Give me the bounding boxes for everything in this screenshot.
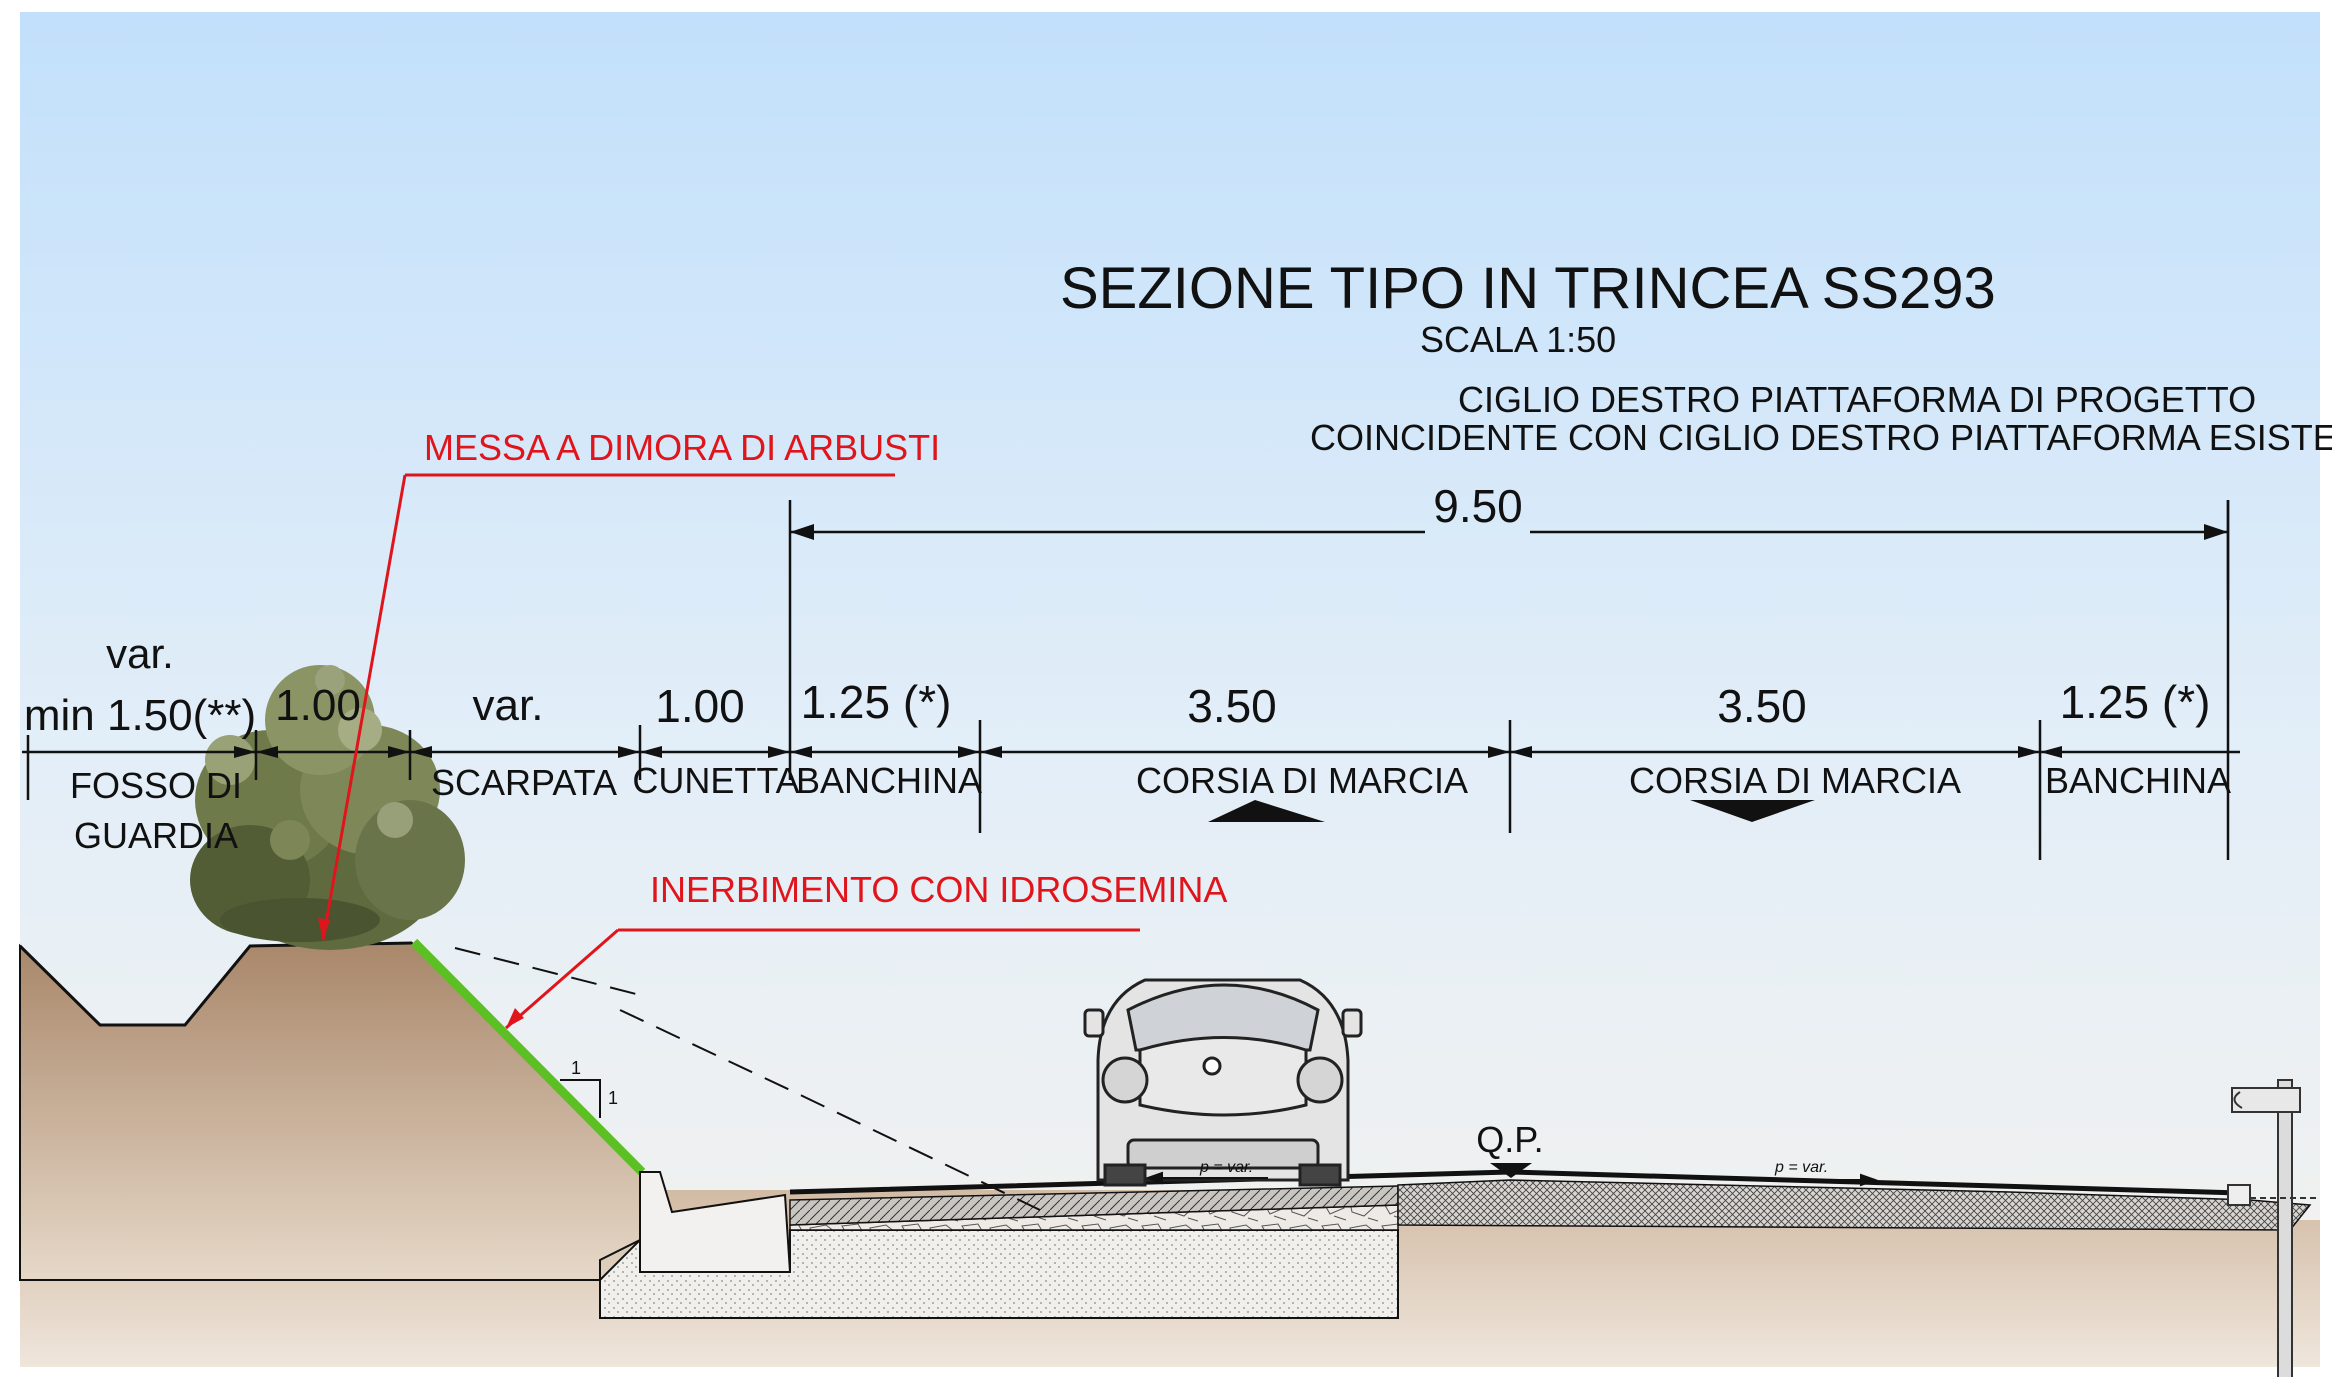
segment-cunetta: CUNETTA bbox=[632, 760, 799, 801]
segment-banchina-left: BANCHINA bbox=[796, 760, 982, 801]
slope-h-label: 1 bbox=[571, 1058, 581, 1078]
traffic-direction-right-icon bbox=[1690, 800, 1815, 822]
excavation-dashed-line bbox=[454, 947, 1041, 1211]
slope-indicator bbox=[560, 1079, 601, 1118]
dim-corsia-left: 3.50 bbox=[1187, 680, 1277, 732]
p-var-right: p = var. bbox=[1774, 1159, 1828, 1176]
segment-corsia-left: CORSIA DI MARCIA bbox=[1136, 760, 1468, 801]
guardrail bbox=[2227, 1079, 2320, 1377]
dim-scarpata: var. bbox=[473, 681, 544, 730]
dim-banchina-right: 1.25 (*) bbox=[2060, 676, 2211, 728]
dim-fosso-top: var. bbox=[106, 630, 174, 677]
qp-label: Q.P. bbox=[1476, 1119, 1543, 1160]
segment-scarpata: SCARPATA bbox=[431, 762, 617, 803]
grass-strip bbox=[410, 938, 646, 1176]
dim-cunetta: 1.00 bbox=[655, 680, 745, 732]
traffic-direction-left-icon bbox=[1208, 800, 1325, 822]
callout-arbusti: MESSA A DIMORA DI ARBUSTI bbox=[424, 427, 940, 468]
note-line-2: COINCIDENTE CON CIGLIO DESTRO PIATTAFORM… bbox=[1310, 417, 2332, 458]
qp-marker-icon bbox=[1490, 1163, 1532, 1178]
segment-banchina-right: BANCHINA bbox=[2045, 760, 2231, 801]
dim-total: 9.50 bbox=[1433, 480, 1523, 532]
note-line-1: CIGLIO DESTRO PIATTAFORMA DI PROGETTO bbox=[1458, 379, 2256, 420]
dim-berm: 1.00 bbox=[275, 681, 361, 730]
drawing-scale: SCALA 1:50 bbox=[1420, 319, 1616, 360]
callout-idrosemina: INERBIMENTO CON IDROSEMINA bbox=[650, 869, 1227, 910]
shrub bbox=[190, 665, 465, 950]
dim-fosso: min 1.50(**) bbox=[24, 691, 256, 740]
segment-fosso-line2: GUARDIA bbox=[74, 815, 238, 856]
segment-corsia-right: CORSIA DI MARCIA bbox=[1629, 760, 1961, 801]
car bbox=[1083, 978, 1363, 1187]
callout-lines bbox=[318, 473, 1140, 1030]
dimension-arrows bbox=[234, 524, 2228, 758]
dim-banchina-left: 1.25 (*) bbox=[801, 676, 952, 728]
slope-v-label: 1 bbox=[608, 1088, 618, 1108]
p-var-left: p = var. bbox=[1199, 1159, 1253, 1176]
dim-corsia-right: 3.50 bbox=[1717, 680, 1807, 732]
segment-fosso-line1: FOSSO DI bbox=[70, 765, 242, 806]
p-var-arrows bbox=[1145, 1171, 1878, 1187]
drawing-title: SEZIONE TIPO IN TRINCEA SS293 bbox=[1060, 256, 1996, 321]
